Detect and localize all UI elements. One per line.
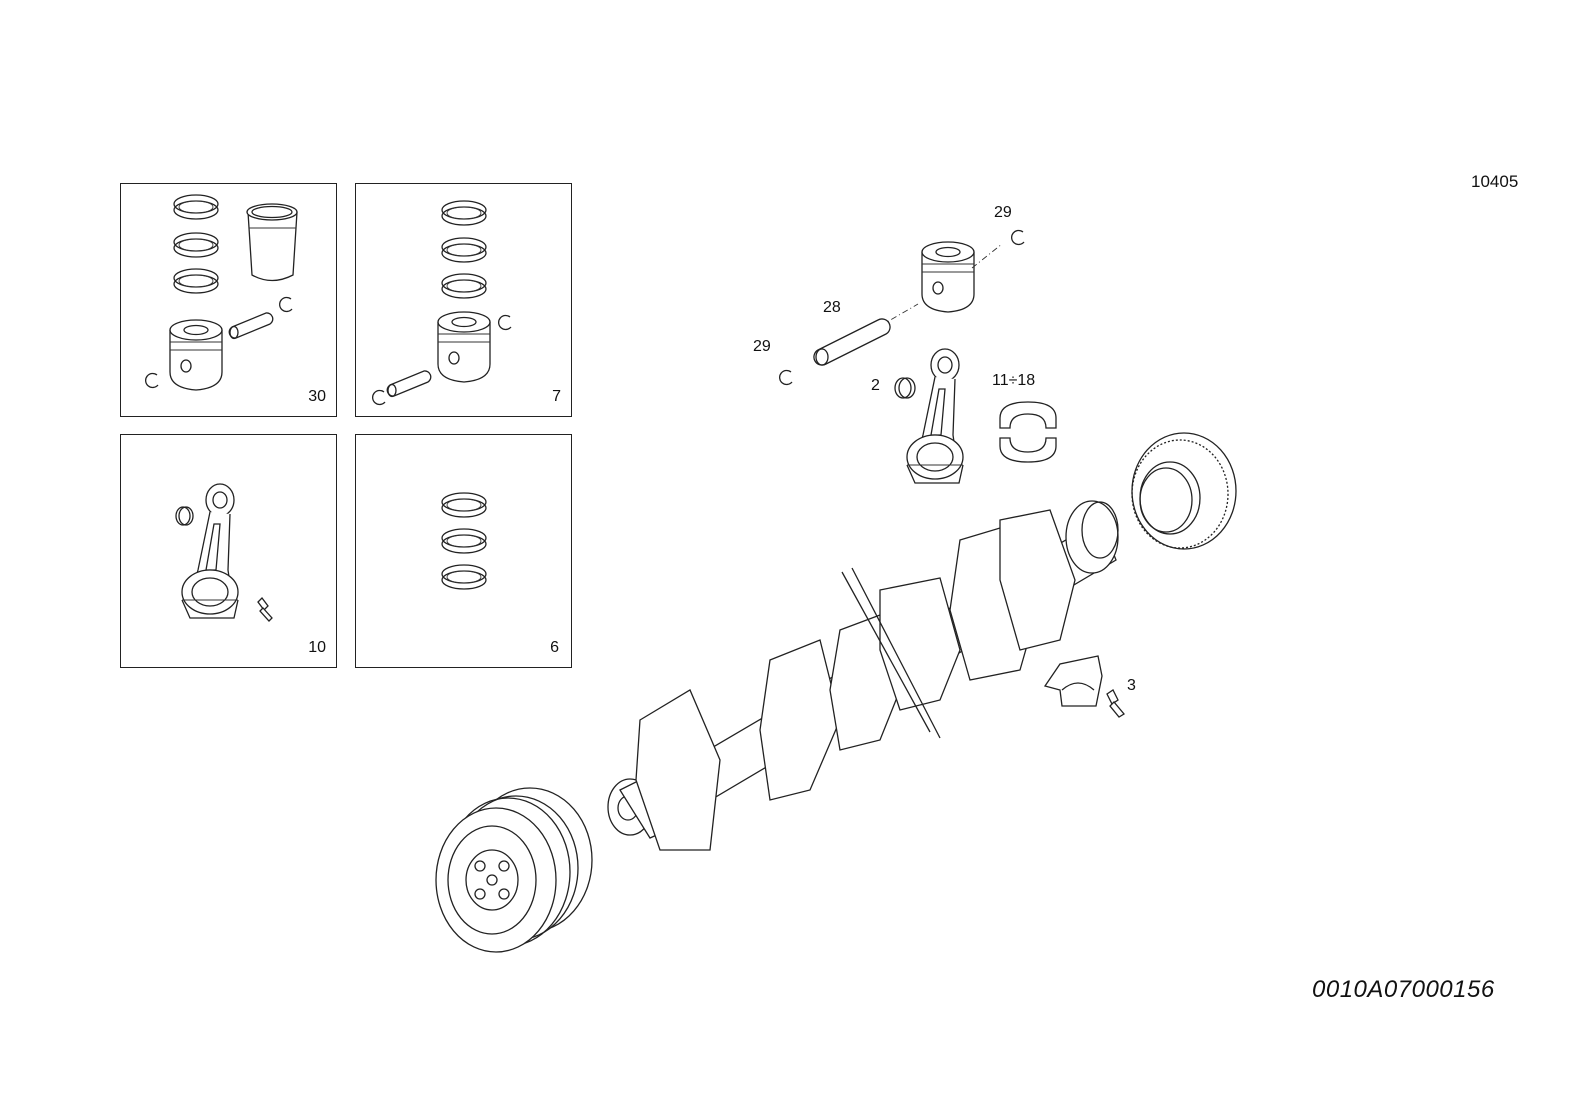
cylinder-liner <box>246 203 298 282</box>
drawing-code: 0010A07000156 <box>1312 976 1495 1003</box>
piston-ring <box>441 492 487 518</box>
piston <box>921 241 975 313</box>
piston-pin <box>386 370 432 398</box>
bushing <box>894 377 916 399</box>
cap-bolt <box>1106 689 1125 718</box>
circlip <box>372 389 386 406</box>
circlip <box>279 296 293 313</box>
main-piston-group <box>779 229 1057 484</box>
kit-box-piston-liner: 30 <box>120 183 337 417</box>
conrod-bolt <box>257 597 273 622</box>
circlip <box>145 372 159 389</box>
circlip <box>498 314 512 331</box>
circlip <box>1011 229 1025 246</box>
bearing-shells <box>999 401 1057 463</box>
kit-10-parts <box>175 483 273 622</box>
circlip <box>779 369 793 386</box>
kit-30-parts <box>145 194 298 391</box>
piston-ring <box>441 273 487 299</box>
piston-ring <box>441 237 487 263</box>
piston-ring <box>441 564 487 590</box>
kit-number: 10 <box>308 639 326 656</box>
kit-number: 30 <box>308 388 326 405</box>
connecting-rod <box>906 348 964 484</box>
callout-bushing: 2 <box>871 377 880 394</box>
piston-pin <box>228 312 274 340</box>
callout-pin: 28 <box>823 299 841 316</box>
callout-bearing-shells: 11÷18 <box>992 372 1036 389</box>
piston <box>169 319 223 391</box>
kit-box-rings: 6 <box>355 434 572 668</box>
piston-ring <box>441 200 487 226</box>
piston-ring <box>173 194 219 220</box>
main-bearing-cap <box>1043 655 1103 707</box>
pulley <box>435 787 593 953</box>
kit-6-parts <box>441 492 487 590</box>
kit-number: 7 <box>552 388 561 405</box>
callout-bolt: 3 <box>1127 677 1136 694</box>
piston <box>437 311 491 383</box>
callout-circlip-top: 29 <box>994 204 1012 221</box>
page-number: 10405 <box>1471 172 1519 191</box>
crankshaft <box>607 500 1119 851</box>
piston-ring <box>441 528 487 554</box>
connecting-rod <box>181 483 239 619</box>
piston-ring <box>173 232 219 258</box>
piston-pin <box>813 318 891 366</box>
callout-circlip-left: 29 <box>753 338 771 355</box>
timing-gear <box>1131 432 1237 550</box>
piston-ring <box>173 268 219 294</box>
kit-7-parts <box>372 200 512 406</box>
bushing <box>175 506 194 526</box>
kit-number: 6 <box>550 639 559 656</box>
